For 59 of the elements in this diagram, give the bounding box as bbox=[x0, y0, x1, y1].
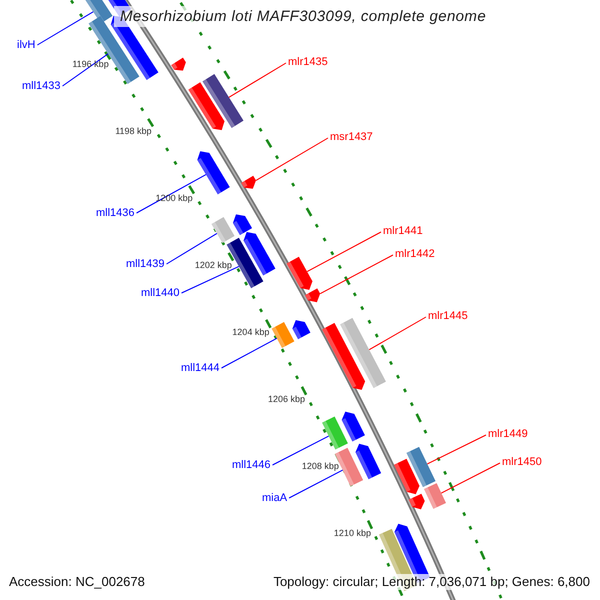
gene-block bbox=[272, 322, 294, 348]
gene-block bbox=[202, 74, 244, 128]
gene-label: mlr1450 bbox=[502, 456, 542, 468]
leader-line bbox=[256, 138, 328, 181]
accession-text: Accession: NC_002678 bbox=[7, 574, 147, 590]
leader-line bbox=[288, 470, 344, 498]
leader-line bbox=[181, 266, 240, 294]
leader-line bbox=[136, 174, 206, 214]
leader-line bbox=[426, 434, 486, 464]
gene-block bbox=[340, 318, 386, 388]
scale-label: 1210 kbp bbox=[334, 528, 371, 538]
gene-label: mlr1441 bbox=[383, 224, 423, 238]
gene-block bbox=[322, 416, 348, 450]
gene-block bbox=[408, 494, 425, 510]
leader-line bbox=[166, 232, 218, 264]
leader-line bbox=[320, 254, 394, 294]
scale-label: 1196 kbp bbox=[72, 58, 109, 69]
gene-label: mlr1435 bbox=[288, 56, 328, 68]
gene-block bbox=[342, 412, 365, 442]
leader-line bbox=[306, 232, 382, 272]
gene-label: mll1444 bbox=[181, 362, 220, 374]
gene-block bbox=[322, 322, 366, 390]
gene-label: mll1440 bbox=[141, 286, 180, 300]
gene-block bbox=[424, 483, 446, 509]
leader-line bbox=[62, 53, 109, 86]
gene-label: mlr1445 bbox=[428, 310, 468, 322]
scale-label: 1206 kbp bbox=[268, 394, 306, 404]
gene-label: mll1439 bbox=[126, 258, 165, 270]
gene-block bbox=[292, 320, 310, 340]
gene-label: miaA bbox=[262, 492, 288, 504]
gene-block bbox=[232, 214, 252, 236]
gene-block bbox=[304, 288, 320, 302]
scale-label: 1204 kbp bbox=[232, 326, 270, 337]
gene-block bbox=[406, 446, 436, 488]
leader-line bbox=[221, 338, 278, 368]
gene-label: mlr1442 bbox=[395, 248, 435, 260]
leader-line bbox=[36, 11, 94, 46]
gene-block bbox=[355, 444, 382, 480]
gene-block bbox=[286, 256, 312, 290]
leader-line bbox=[272, 436, 330, 466]
gene-block bbox=[85, 0, 113, 24]
gene-label: ilvH bbox=[17, 38, 36, 52]
leader-line bbox=[440, 462, 500, 494]
scale-label: 1202 kbp bbox=[194, 260, 232, 270]
leader-line bbox=[228, 62, 286, 98]
gene-label: mll1436 bbox=[96, 206, 135, 220]
gene-label: msr1437 bbox=[330, 130, 373, 144]
gene-block bbox=[171, 58, 186, 71]
gene-block bbox=[188, 82, 224, 130]
gene-block bbox=[211, 216, 235, 244]
gene-block bbox=[394, 458, 420, 494]
gene-label: mll1446 bbox=[232, 458, 271, 472]
gene-label: mlr1449 bbox=[488, 428, 528, 440]
gene-block bbox=[244, 232, 276, 276]
gene-block bbox=[197, 151, 230, 194]
gene-block bbox=[241, 176, 256, 189]
scale-label: 1208 kbp bbox=[302, 460, 339, 471]
gene-label: mll1433 bbox=[22, 80, 61, 92]
scale-label: 1198 kbp bbox=[115, 126, 152, 136]
